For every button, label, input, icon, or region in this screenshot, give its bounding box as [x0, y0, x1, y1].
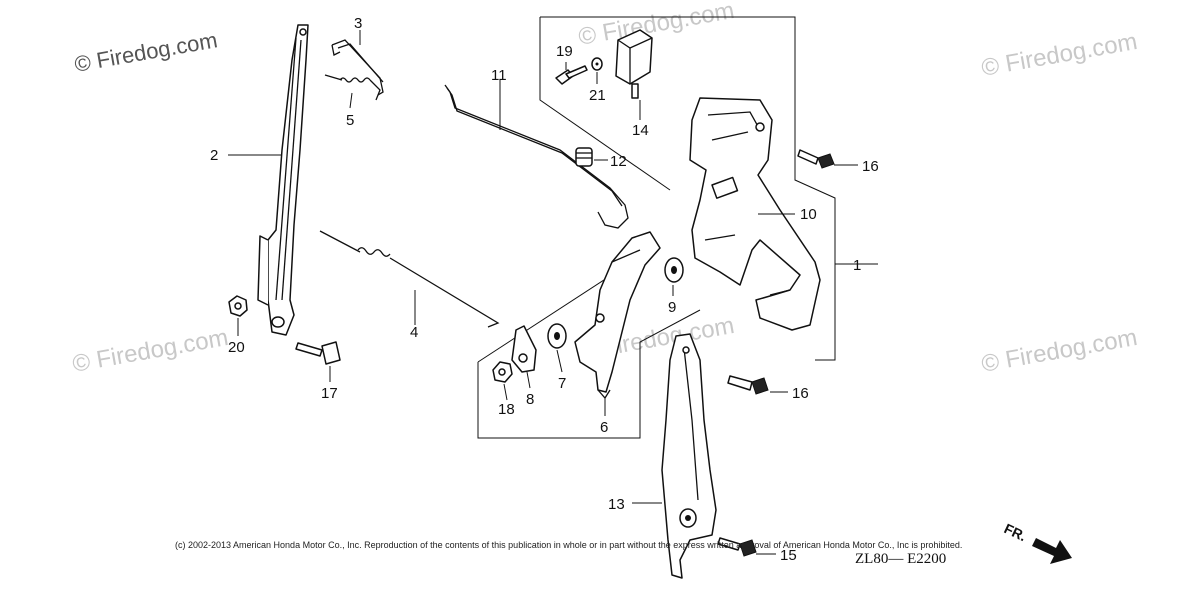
assembly-outline-lower [477, 309, 701, 439]
part-20-nut [228, 295, 248, 317]
callout-13: 13 [608, 496, 625, 513]
copyright-notice: (c) 2002-2013 American Honda Motor Co., … [175, 540, 962, 550]
watermark-mid-left: © Firedog.com [70, 324, 230, 378]
watermark-top-left: © Firedog.com [73, 27, 220, 77]
part-9-washer [664, 257, 684, 283]
assembly-outline-upper-left [539, 17, 671, 191]
part-5-spring [324, 74, 381, 101]
callout-21: 21 [589, 87, 606, 104]
part-2-lever-rod [257, 24, 309, 336]
part-19-bolt [555, 65, 588, 85]
part-7-washer [547, 323, 567, 349]
callout-10: 10 [800, 206, 817, 223]
part-16-bolt-upper [797, 149, 835, 169]
part-16-bolt-lower [727, 375, 769, 395]
part-17-bolt [295, 341, 341, 365]
callout-6: 6 [600, 419, 608, 436]
callout-4: 4 [410, 324, 418, 341]
callout-3: 3 [354, 15, 362, 32]
callout-11: 11 [491, 67, 507, 84]
part-14-switch [615, 29, 653, 99]
watermark-mid-right: © Firedog.com [979, 324, 1139, 378]
callout-12: 12 [610, 153, 627, 170]
watermark-top-right: © Firedog.com [979, 28, 1139, 82]
callout-16-lower: 16 [792, 385, 809, 402]
part-15-bolt [717, 537, 757, 557]
part-18-nut [492, 361, 513, 383]
callout-2: 2 [210, 147, 218, 164]
callout-9: 9 [668, 299, 676, 316]
callout-15: 15 [780, 547, 797, 564]
part-21-washer [591, 57, 603, 71]
leader-5 [349, 92, 353, 109]
callout-18: 18 [498, 401, 515, 418]
leader-7 [556, 349, 563, 373]
fr-label: FR. [1002, 520, 1029, 544]
callout-14: 14 [632, 122, 649, 139]
diagram-code: ZL80— E2200 [855, 551, 946, 567]
assembly-outline-upper [540, 16, 836, 361]
part-4-spring-rod [319, 230, 500, 328]
part-11-wire-rod [444, 84, 629, 229]
part-10-bracket [689, 97, 821, 331]
part-6-throttle-lever [574, 231, 661, 400]
part-13-control-plate [661, 333, 717, 579]
part-3-plate [331, 39, 384, 96]
callout-20: 20 [228, 339, 245, 356]
callout-8: 8 [526, 391, 534, 408]
leader-8 [526, 371, 531, 389]
callout-17: 17 [321, 385, 338, 402]
callout-16-upper: 16 [862, 158, 879, 175]
callout-7: 7 [558, 375, 566, 392]
fr-arrow-icon [1032, 538, 1072, 564]
leader-18 [503, 383, 508, 401]
callout-19: 19 [556, 43, 573, 60]
part-8-small-lever [511, 325, 537, 373]
callout-1: 1 [853, 257, 861, 274]
watermark-top-center: © Firedog.com [576, 0, 736, 51]
front-direction-indicator: FR. [1002, 520, 1072, 564]
callout-5: 5 [346, 112, 354, 129]
part-12-collar [575, 147, 593, 167]
